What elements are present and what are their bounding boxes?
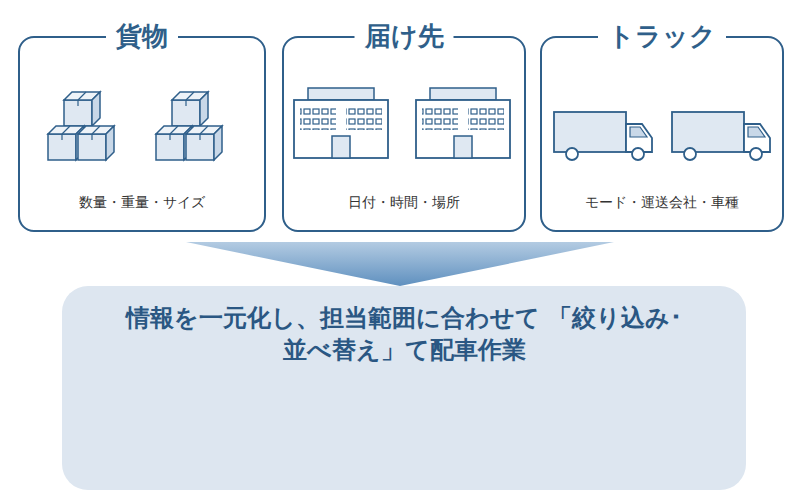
box-heading: トラック: [598, 19, 726, 53]
building-icon: [294, 88, 388, 158]
truck-icon: [672, 112, 770, 160]
summary-panel: 情報を一元化し、担当範囲に合わせて 「絞り込み･並べ替え」て配車作業: [62, 286, 746, 490]
cargo-icon: [156, 92, 222, 160]
box-caption: 日付・時間・場所: [284, 193, 524, 212]
box-heading: 届け先: [355, 19, 454, 53]
box-heading: 貨物: [106, 19, 178, 53]
box-caption: モード・運送会社・車種: [542, 193, 782, 212]
cargo-icon: [48, 92, 114, 160]
funnel-arrow: [186, 242, 614, 286]
category-box: トラックモード・運送会社・車種: [540, 36, 784, 232]
category-box: 貨物数量・重量・サイズ: [18, 36, 266, 232]
building-icon: [416, 88, 510, 158]
truck-icon: [554, 112, 652, 160]
box-caption: 数量・重量・サイズ: [20, 193, 264, 212]
summary-text: 情報を一元化し、担当範囲に合わせて 「絞り込み･並べ替え」て配車作業: [124, 302, 684, 366]
category-box: 届け先日付・時間・場所: [282, 36, 526, 232]
